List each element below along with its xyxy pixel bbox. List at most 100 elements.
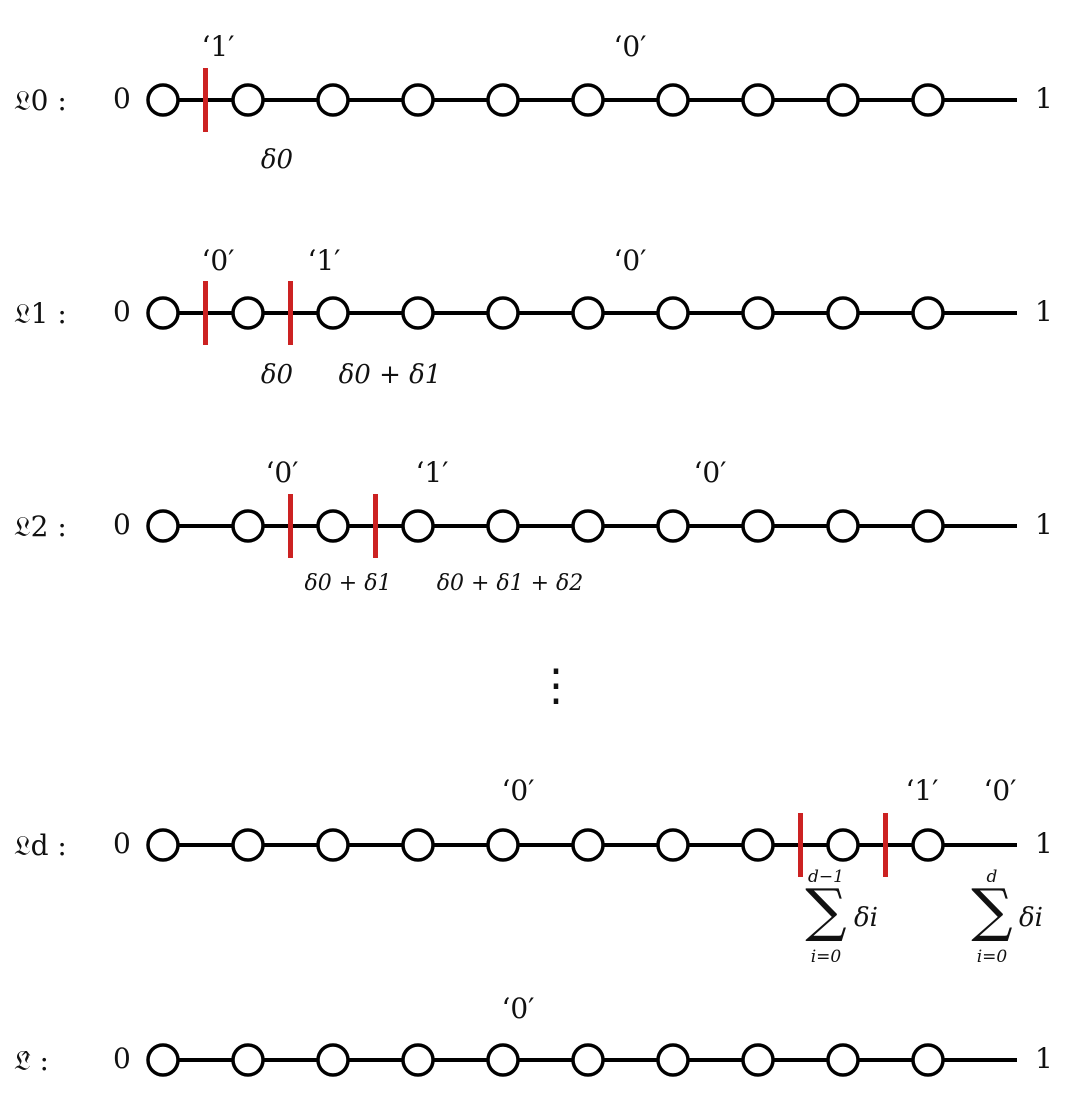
lattice-node [486,509,520,543]
row-l1: 𝔏1 : 0 1 ‘0′ ‘1′ ‘0′ δ0 δ0 + δ1 [14,244,1053,390]
segment-label: ‘0′ [983,774,1016,807]
sum-symbol: ∑ [971,876,1012,944]
vertical-ellipsis: ⋮ [534,660,578,711]
row-l0: 𝔏0 : 0 1 ‘1′ ‘0′ δ0 [14,30,1053,175]
lattice-node [741,1043,775,1077]
lattice-node [316,296,350,330]
lattice-node [571,509,605,543]
segment-label: ‘1′ [905,774,938,807]
threshold-label: δ0 + δ1 [339,360,442,390]
sum-upper-limit: d−1 [808,867,844,887]
lattice-node [741,828,775,862]
lattice-node [401,1043,435,1077]
number-line [146,1043,1017,1077]
segment-label: ‘0′ [501,992,534,1025]
right-endpoint: 1 [1035,508,1053,541]
number-line [146,281,1017,345]
sum-upper-limit: d [987,867,998,887]
lattice-node [656,1043,690,1077]
lattice-node [486,1043,520,1077]
lattice-node [231,83,265,117]
lattice-node [401,828,435,862]
lattice-node [316,828,350,862]
sum-lower-limit: i=0 [977,947,1008,967]
segment-label: ‘1′ [415,456,448,489]
right-endpoint: 1 [1035,82,1053,115]
lattice-node [911,83,945,117]
segment-label: ‘1′ [201,30,234,63]
lattice-node [826,828,860,862]
lattice-node [571,296,605,330]
lattice-node [571,828,605,862]
lattice-node [486,296,520,330]
sum-lower-limit: i=0 [811,947,842,967]
number-line [146,813,1017,877]
lattice-node [656,509,690,543]
lattice-node [486,828,520,862]
right-endpoint: 1 [1035,827,1053,860]
threshold-label: δ0 + δ1 + δ2 [437,571,584,596]
segment-label: ‘0′ [613,244,646,277]
lattice-node [401,296,435,330]
segment-label: ‘0′ [201,244,234,277]
lattice-node [316,1043,350,1077]
left-endpoint: 0 [113,1042,131,1075]
lattice-node [146,509,180,543]
lattice-node [401,509,435,543]
segment-label: ‘0′ [265,456,298,489]
row-label: 𝔏2 : [14,510,67,543]
lattice-node [911,509,945,543]
lattice-node [826,1043,860,1077]
lattice-node [486,83,520,117]
lattice-node [741,509,775,543]
lattice-node [571,83,605,117]
lattice-node [401,83,435,117]
lattice-node [911,296,945,330]
lattice-node [826,509,860,543]
segment-label: ‘1′ [307,244,340,277]
row-lhat: 𝔏̂ : 0 1 ‘0′ [14,992,1053,1077]
segment-label: ‘0′ [613,30,646,63]
segment-label: ‘0′ [501,774,534,807]
threshold-label: δ0 [261,145,293,175]
lattice-node [741,83,775,117]
lattice-node [571,1043,605,1077]
row-label: 𝔏̂ : [14,1044,49,1077]
number-line [146,494,1017,558]
sum-term: δi [854,903,878,933]
lattice-node [826,83,860,117]
lattice-node [656,296,690,330]
lattice-node [231,828,265,862]
right-endpoint: 1 [1035,295,1053,328]
right-endpoint: 1 [1035,1042,1053,1075]
number-line [146,68,1017,132]
row-ld: 𝔏d : 0 1 ‘0′ ‘1′ ‘0′ d−1 ∑ i=0 δi d ∑ i=… [14,774,1053,967]
left-endpoint: 0 [113,827,131,860]
lattice-node [826,296,860,330]
lattice-node [231,1043,265,1077]
row-l2: 𝔏2 : 0 1 ‘0′ ‘1′ ‘0′ δ0 + δ1 δ0 + δ1 + δ… [14,456,1053,596]
sum-term: δi [1019,903,1043,933]
row-label: 𝔏1 : [14,297,67,330]
lattice-node [656,83,690,117]
left-endpoint: 0 [113,508,131,541]
threshold-label: δ0 + δ1 [305,571,392,596]
sum-symbol: ∑ [805,876,846,944]
left-endpoint: 0 [113,82,131,115]
lattice-node [231,509,265,543]
lattice-node [146,828,180,862]
threshold-sum-label: d−1 ∑ i=0 δi [805,867,878,967]
lattice-node [231,296,265,330]
segment-label: ‘0′ [693,456,726,489]
row-label: 𝔏d : [14,829,67,862]
lattice-node [146,1043,180,1077]
left-endpoint: 0 [113,295,131,328]
threshold-sum-label: d ∑ i=0 δi [971,867,1043,967]
lattice-node [316,83,350,117]
lattice-node [741,296,775,330]
threshold-label: δ0 [261,360,293,390]
lattice-node [911,1043,945,1077]
lattice-node [316,509,350,543]
lattice-node [656,828,690,862]
